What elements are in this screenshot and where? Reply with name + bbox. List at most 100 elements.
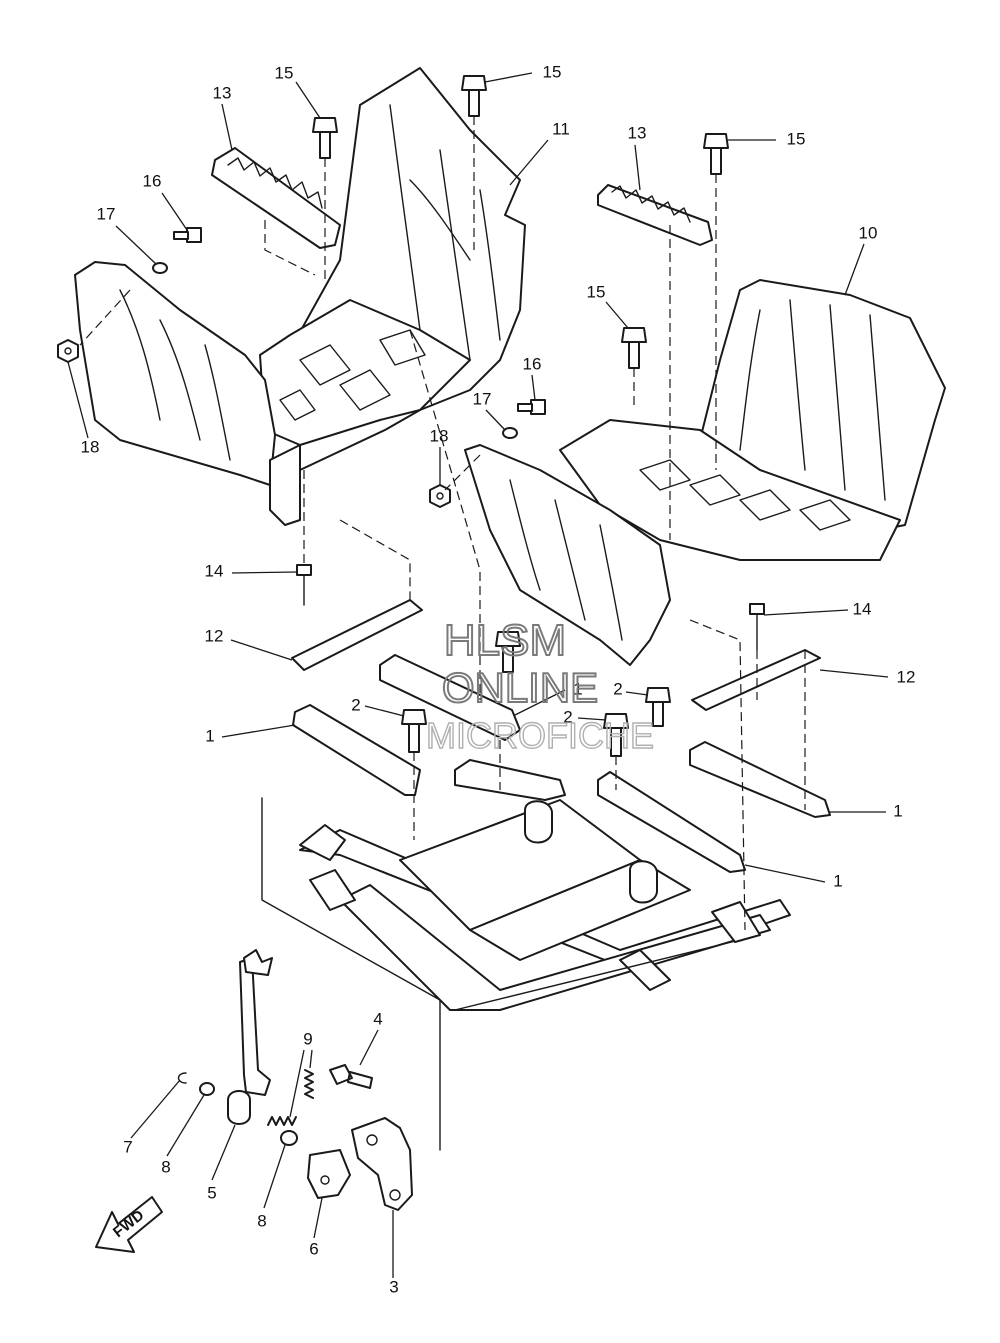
guide-bracket-1d — [689, 619, 746, 931]
footpeg-left-body — [211, 147, 341, 249]
leader-7 — [130, 1079, 181, 1139]
bolt-2d-head — [645, 687, 671, 703]
frame-mount-b — [309, 869, 356, 911]
right-fender-contour-c — [869, 314, 886, 501]
spring-9b — [304, 1069, 314, 1099]
footpeg-right-body — [597, 184, 713, 246]
callout-13b: 13 — [628, 123, 647, 142]
brake-pedal-hub-5 — [227, 1090, 251, 1125]
left-fender-contour-a — [389, 104, 421, 331]
frame-rear-tab — [711, 901, 761, 943]
guide-bracket-1b — [409, 329, 481, 700]
leader-17b — [485, 409, 506, 431]
left-mudguard-ridge-a — [119, 289, 161, 421]
screw-16a-head — [186, 227, 202, 243]
callout-2c: 2 — [613, 679, 622, 698]
bolt-15a-shank — [319, 131, 331, 159]
right-footboard-tread-a — [639, 459, 691, 491]
cam-lever-3 — [351, 1117, 413, 1211]
callout-18b: 18 — [430, 426, 449, 445]
callout-labels: 15 15 15 15 13 13 11 10 16 16 17 17 18 1… — [81, 62, 916, 1296]
leader-13a — [221, 103, 233, 151]
bolt-15c-shank — [710, 147, 722, 175]
footpeg-left — [211, 147, 341, 249]
watermark-line1: HLSM — [444, 616, 566, 665]
callout-16a: 16 — [143, 171, 162, 190]
right-fender-contour-b — [829, 304, 846, 491]
plate-12-left — [291, 599, 423, 671]
nut-18a-hex — [57, 339, 79, 363]
bracket-1e — [454, 759, 566, 801]
screw-16b-head — [530, 399, 546, 415]
callout-16b: 16 — [523, 354, 542, 373]
leader-11 — [509, 139, 549, 186]
leader-2b — [577, 717, 607, 721]
left-footboard-tread-b — [339, 369, 391, 411]
callout-1c: 1 — [833, 871, 842, 890]
guide-footpeg-left — [264, 220, 316, 276]
nut-18a-hole — [64, 347, 72, 355]
leader-8a — [166, 1094, 205, 1157]
frame-bushing-a — [524, 800, 553, 844]
leader-18a — [67, 361, 89, 439]
leader-lines — [67, 72, 889, 1278]
rivet-14a — [296, 564, 312, 606]
right-fender-body — [699, 279, 946, 531]
cam-lever-3-hole-b — [389, 1189, 401, 1201]
guide-washer-17b — [444, 454, 481, 491]
washer-8b — [280, 1130, 298, 1146]
callout-17a: 17 — [97, 204, 116, 223]
leader-15b — [484, 72, 533, 83]
leader-1b — [514, 689, 566, 716]
callout-12a: 12 — [205, 626, 224, 645]
bolt-15b-head — [461, 75, 487, 91]
left-footboard-tread-d — [279, 389, 316, 421]
leader-1a — [221, 724, 296, 738]
bolt-15b — [461, 75, 487, 117]
watermark: HLSM ONLINE MICROFICHE — [425, 615, 654, 757]
left-fender-contour-c — [479, 189, 501, 341]
screw-16a — [173, 227, 202, 243]
leader-10 — [844, 243, 865, 296]
leader-5 — [211, 1124, 236, 1181]
guide-washer-17a — [79, 289, 131, 346]
right-mudguard-ridge-c — [599, 524, 623, 641]
leader-12a — [230, 639, 293, 661]
leader-8b — [263, 1144, 286, 1209]
leader-17a — [115, 225, 157, 265]
callout-8b: 8 — [257, 1211, 266, 1230]
callout-2b: 2 — [563, 707, 572, 726]
footpeg-left-teeth — [227, 157, 323, 209]
callout-15c: 15 — [787, 129, 806, 148]
bolt-15a — [312, 117, 338, 159]
callout-1d: 1 — [893, 801, 902, 820]
frame-rail-upper — [299, 829, 791, 971]
watermark-line2: ONLINE — [442, 664, 598, 711]
fwd-direction-arrow: FWD — [95, 1196, 163, 1253]
callout-11: 11 — [552, 119, 570, 138]
screw-16b — [517, 399, 546, 415]
washer-8a — [199, 1082, 215, 1096]
watermark-line3: MICROFICHE — [426, 715, 654, 756]
callout-15b: 15 — [543, 62, 562, 81]
bracket-1b — [379, 654, 521, 741]
right-fender-contour-d — [739, 309, 761, 451]
screw-16b-shank — [517, 403, 533, 412]
bolt-2b — [495, 631, 521, 673]
lever-6-hole — [320, 1175, 330, 1185]
frame-rail-lower — [339, 884, 771, 1011]
left-fender-contour-b — [439, 149, 471, 361]
bracket-1c — [597, 771, 746, 873]
leader-12b — [819, 669, 889, 678]
right-fender-contour-a — [789, 299, 806, 471]
leader-9a — [289, 1049, 305, 1118]
bolt-2d-shank — [652, 701, 664, 727]
guide-plate-left — [339, 519, 411, 600]
rivet-14b — [749, 603, 765, 651]
assembly-guide-lines — [79, 116, 806, 931]
left-fender-contour-d — [409, 179, 471, 261]
frame-bracket-tab — [619, 949, 671, 991]
nut-18b — [429, 484, 451, 508]
callout-17b: 17 — [473, 389, 492, 408]
